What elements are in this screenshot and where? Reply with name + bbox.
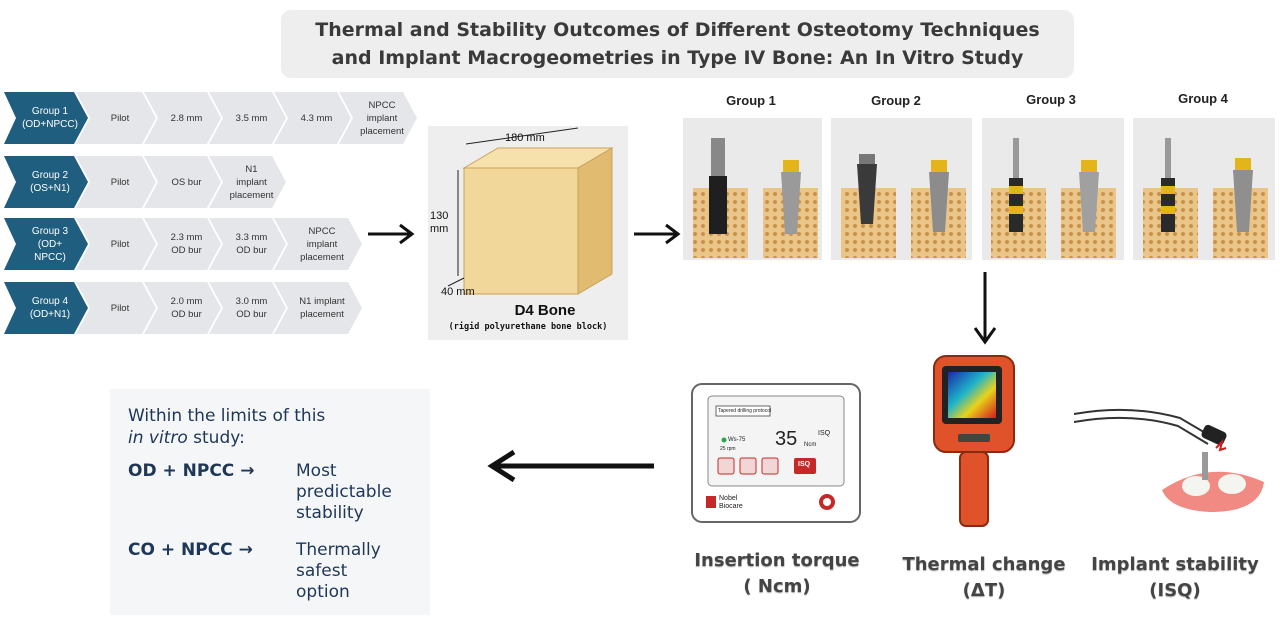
step-chevron: Pilot [76,218,156,270]
insertion-torque-device [691,383,861,523]
step-label: Pilot [110,112,130,124]
arrow-down-icon [973,272,997,345]
workflow-row-group-2: Group 2 (OS+N1) Pilot OS bur N1 implant p… [4,156,286,208]
group-2-name: Group 2 [31,170,69,181]
bone-type-label: D4 Bone [514,302,576,319]
thermal-camera-icon [933,355,1015,527]
step-label: 2.0 mm OD bur [170,296,203,320]
step-chevron: N1 implant placement [274,282,362,334]
arrow-right-icon [634,223,681,245]
workflow-row-group-3: Group 3(OD+ NPCC) Pilot 2.3 mm OD bur 3.… [4,218,362,270]
width-dimension: 180 mm [505,132,545,144]
drill-implant-illustrations [693,138,1268,258]
arrow-right-icon [368,223,415,245]
step-chevron: NPCC implant placement [339,92,417,144]
title-box: Thermal and Stability Outcomes of Differ… [281,10,1074,78]
isq-button: ISQ [798,461,811,468]
conclusion-intro: Within the limits of this in vitro study… [128,406,326,448]
step-label: 3.5 mm [235,112,268,124]
group-4-image-label: Group 4 [1178,91,1228,106]
bone-description: (rigid polyurethane bone block) [448,322,608,332]
title-line-2: and Implant Macrogeometries in Type IV B… [331,47,1024,69]
step-label: Pilot [110,176,130,188]
torque-value: 35 [775,428,798,450]
group-4-code: (OD+N1) [29,309,71,320]
group-3-image-label: Group 3 [1026,92,1076,107]
group-1-chevron: Group 1 (OD+NPCC) [4,92,88,144]
step-chevron: Pilot [76,282,156,334]
title-line-1: Thermal and Stability Outcomes of Differ… [315,19,1040,41]
group-1-code: (OD+NPCC) [22,119,78,130]
in-vitro-italic: in vitro [128,428,188,448]
insertion-torque-label: Insertion torque ( Ncm) [694,550,860,597]
group-1-name: Group 1 [31,106,69,117]
step-label: NPCC implant placement [300,225,344,263]
step-label: 4.3 mm [300,112,333,124]
torque-unit: Ncm [804,442,817,448]
group-3-chevron: Group 3(OD+ NPCC) [4,218,88,270]
conclusion-row-co-npcc: CO + NPCC → Thermally safest option [128,540,381,602]
step-label: Pilot [110,238,130,250]
group-2-image-label: Group 2 [871,93,921,108]
isq-label: ISQ [818,430,831,437]
speed-label: Ws-75 [728,437,746,443]
workflow-row-group-4: Group 4 (OD+N1) Pilot 2.0 mm OD bur 3.0 m… [4,282,362,334]
step-label: OS bur [171,176,202,188]
step-label: N1 implant placement [229,163,274,201]
step-label: N1 implant placement [299,296,345,320]
step-label: 3.0 mm OD bur [235,296,268,320]
arrow-left-icon [487,449,654,483]
step-chevron: Pilot [76,92,156,144]
height-dimension: 130 mm [430,210,449,235]
isq-probe-icon [1073,408,1264,512]
group-2-chevron: Group 2 (OS+N1) [4,156,88,208]
group-3-code: (OD+ NPCC) [34,238,66,263]
step-label: NPCC implant placement [360,99,404,137]
depth-dimension: 40 mm [441,286,475,298]
conclusion-row-od-npcc: OD + NPCC → Most predictable stability [128,461,392,523]
brand-logo: Nobel Biocare [719,495,743,510]
implant-stability-label: Implant stability (ISQ) [1091,554,1259,601]
step-label: Pilot [110,302,130,314]
rpm-label: 25 rpm [720,446,736,452]
group-1-image-label: Group 1 [726,93,776,108]
step-chevron: Pilot [76,156,156,208]
workflow-row-group-1: Group 1 (OD+NPCC) Pilot 2.8 mm 3.5 mm 4.3… [4,92,417,144]
step-label: 3.3 mm OD bur [235,232,268,256]
bone-block-illustration [447,127,614,295]
group-3-name: Group 3 [31,225,69,237]
group-4-name: Group 4 [31,296,69,307]
step-label: 2.3 mm OD bur [170,232,203,256]
step-chevron: NPCC implant placement [274,218,362,270]
group-4-chevron: Group 4 (OD+N1) [4,282,88,334]
protocol-label: Tapered drilling protocol [718,408,772,414]
step-label: 2.8 mm [170,112,203,124]
group-2-code: (OS+N1) [30,183,70,194]
conclusion-box: Within the limits of this in vitro study… [110,389,430,615]
thermal-change-label: Thermal change (ΔT) [902,554,1066,601]
